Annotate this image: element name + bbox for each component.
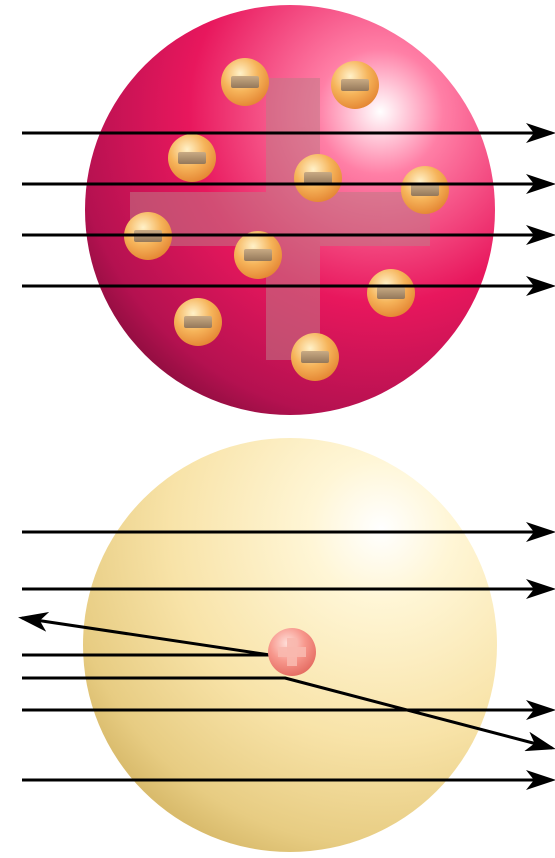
alpha-rays-plum-pudding: [22, 123, 555, 296]
nucleus-icon: [268, 628, 316, 676]
positive-charge-cross: [130, 78, 430, 360]
electron-minus-icon: [367, 269, 415, 317]
electron-minus-icon: [168, 134, 216, 182]
electron-minus-icon: [234, 231, 282, 279]
electron-minus-icon: [401, 166, 449, 214]
plum-pudding-model: [22, 5, 555, 415]
electron-minus-icon: [174, 298, 222, 346]
alpha-ray-deflected: [22, 676, 555, 752]
electron-minus-icon: [221, 58, 269, 106]
electron-minus-icon: [331, 61, 379, 109]
electron-minus-icon: [291, 333, 339, 381]
nuclear-model: [18, 438, 555, 852]
alpha-rays-nuclear: [18, 522, 555, 790]
electron-minus-icon: [294, 154, 342, 202]
